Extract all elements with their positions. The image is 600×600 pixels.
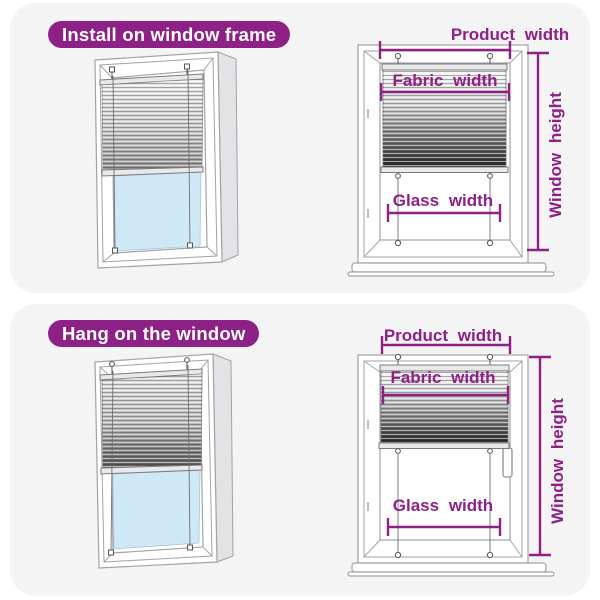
pleated-blind-front <box>378 353 510 559</box>
tension-cord <box>187 364 191 549</box>
tension-cord <box>112 75 116 252</box>
bottom-rail <box>378 442 510 449</box>
label-window-height: Window height <box>548 398 567 524</box>
bottom-hook-icon <box>394 551 402 559</box>
label-product-width: Product width <box>383 326 503 345</box>
label-glass-width: Glass width <box>392 496 494 515</box>
label-glass-width: Glass width <box>392 191 494 210</box>
label-product-width: Product width <box>450 25 570 44</box>
bottom-hook-icon <box>187 242 193 249</box>
cord-screw-icon <box>487 448 493 454</box>
hang-hook-icon <box>184 357 190 363</box>
measuring-diagram-hang-on-window <box>347 336 555 577</box>
panel-install-on-frame: Install on window frame <box>10 3 590 293</box>
bottom-hook-icon <box>112 247 118 254</box>
label-window-height: Window height <box>546 92 565 218</box>
label-fabric-width: Fabric width <box>392 71 498 90</box>
window-sill <box>351 262 547 273</box>
bottom-hook-icon <box>486 551 494 559</box>
dimension-lines <box>380 336 551 557</box>
glass-pane <box>113 171 202 252</box>
cord-screw-icon <box>395 448 401 454</box>
bottom-hook-icon <box>486 239 494 247</box>
bottom-hook-icon <box>187 544 193 551</box>
dimension-lines <box>378 41 549 252</box>
mount-screw-icon <box>109 66 115 73</box>
illustration-blind-on-frame <box>94 51 239 269</box>
illustration-blind-on-sash <box>94 353 234 569</box>
window-handle <box>502 447 513 478</box>
bottom-rail <box>100 464 203 475</box>
bottom-rail <box>380 166 509 173</box>
hang-hook-icon <box>394 353 402 361</box>
mount-screw-icon <box>394 52 402 60</box>
headrail <box>381 63 508 71</box>
cord-screw-icon <box>395 173 401 179</box>
panel-title-hang-on-window: Hang on the window <box>48 320 260 347</box>
panel-hang-on-window: Hang on the window <box>10 304 590 596</box>
panel-title-install-on-frame: Install on window frame <box>48 21 291 48</box>
label-fabric-width: Fabric width <box>390 368 496 387</box>
glass-pane <box>112 469 201 550</box>
pleated-blind <box>99 357 203 556</box>
tension-cord <box>110 370 114 554</box>
tension-cord <box>187 69 191 247</box>
cord-screw-icon <box>487 173 493 179</box>
pleated-blind-front <box>380 52 509 247</box>
hang-hook-icon <box>486 353 494 361</box>
hang-hook-icon <box>109 361 115 367</box>
pleated-blind <box>99 63 204 254</box>
bottom-hook-icon <box>394 239 402 247</box>
window-sill <box>351 562 547 573</box>
mount-screw-icon <box>184 63 190 70</box>
measuring-diagram-frame-install <box>347 41 555 277</box>
mount-screw-icon <box>486 52 494 60</box>
bottom-hook-icon <box>108 549 114 556</box>
bottom-rail <box>101 166 204 177</box>
